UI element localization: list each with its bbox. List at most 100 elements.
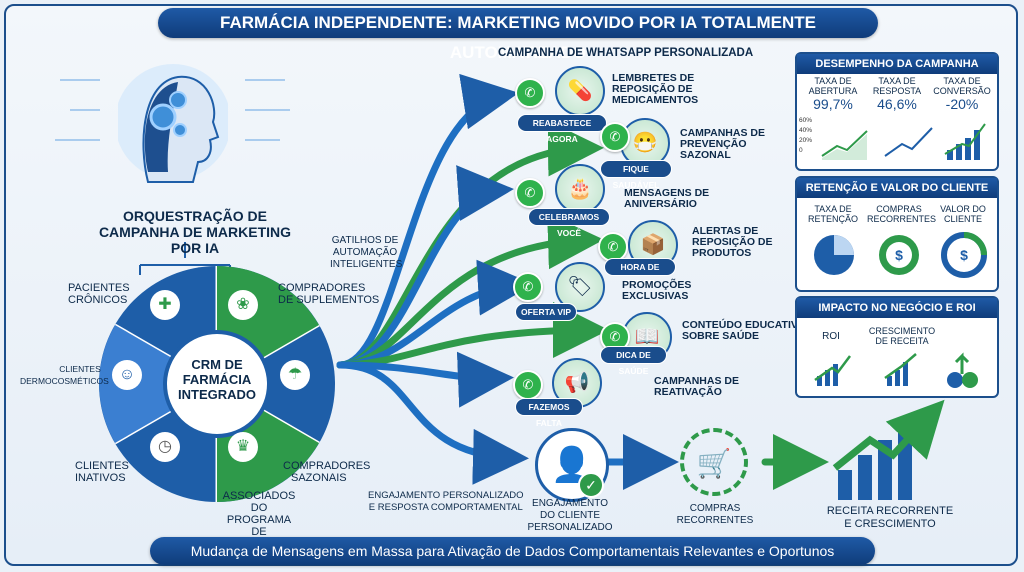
response-rate-l2: RESPOSTA [872,86,922,96]
axis-40: 40% [799,127,813,134]
revenue-growth-label: RECEITA RECORRENTE E CRESCIMENTO [815,505,965,531]
whatsapp-icon: ✆ [600,122,630,152]
campaign-message-pill: FAZEMOS FALTA [515,398,583,428]
triggers-l1: GATILHOS DE [331,235,399,246]
campaign-label-line: SOBRE SAÚDE [682,330,760,342]
open-rate-l1: TAXA DE [814,76,852,86]
campaign-label-line: CAMPANHAS DE [654,375,739,387]
segment-seasonal-l1: COMPRADORES [283,460,371,472]
crm-center-line3: INTEGRADO [178,387,256,402]
whatsapp-icon: ✆ [513,370,543,400]
ai-orchestration-label: ORQUESTRAÇÃO DE CAMPANHA DE MARKETING PO… [95,208,295,256]
smart-triggers-label: GATILHOS DE AUTOMAÇÃO INTELIGENTES [330,235,402,271]
campaign-message-pill: DICA DE SAÚDE [600,346,667,376]
campaign-message-pill: REABASTECE AGORA [517,114,607,144]
engagement-l1: ENGAJAMENTO PERSONALIZADO [368,490,524,501]
checkmark-icon: ✓ [578,472,604,498]
recurring-metric-l1: COMPRAS [876,204,922,214]
campaign-label-line: ALERTAS DE [692,225,759,237]
segment-supplements-l2: DE SUPLEMENTOS [278,294,380,306]
segment-supplements-l1: COMPRADORES [278,282,366,294]
campaign-illustration-icon: 💊 [555,66,605,116]
page-title: FARMÁCIA INDEPENDENTE: MARKETING MOVIDO … [158,8,878,62]
axis-20: 20% [799,137,813,144]
ai-head-illustration [115,52,231,202]
customer-value-l1: VALOR DO [940,204,986,214]
shopping-cart-icon: 🛒 [680,428,748,496]
campaign-label-line: PRODUTOS [692,247,752,259]
retention-rate-metric: TAXA DE RETENÇÃO [803,204,863,224]
supplement-jar-icon: ❀ [228,290,258,320]
performance-title: DESEMPENHO DA CAMPANHA [797,54,997,74]
campaign-label-line: REATIVAÇÃO [654,386,722,398]
triggers-l2: AUTOMAÇÃO [332,247,398,258]
recurring-metric-l2: RECORRENTES [867,214,937,224]
whatsapp-campaign-header: CAMPANHA DE WHATSAPP PERSONALIZADA [498,47,754,59]
campaign-label-line: REPOSIÇÃO DE [692,236,773,248]
segment-seasonal: COMPRADORES SAZONAIS [283,460,370,484]
segment-loyalty-l1: ASSOCIADOS [222,490,296,502]
ai-label-line2: CAMPANHA DE MARKETING POR IA [98,224,292,256]
growth-l1: CRESCIMENTO [868,326,936,336]
crm-center: CRM DE FARMÁCIA INTEGRADO [165,357,269,402]
retention-title: RETENÇÃO E VALOR DO CLIENTE [797,178,997,198]
response-rate-metric: TAXA DE RESPOSTA 46,6% [867,76,927,112]
segment-seasonal-l2: SAZONAIS [291,472,347,484]
impact-title: IMPACTO NO NEGÓCIO E ROI [797,298,997,318]
crown-icon: ♛ [228,432,258,462]
campaign-label-line: REPOSIÇÃO DE [612,83,693,95]
crm-center-line1: CRM DE [191,357,243,372]
segment-dermo-l1: CLIENTES [59,364,101,374]
cream-jar-icon: ☺ [112,360,142,390]
ai-label-line1: ORQUESTRAÇÃO DE [123,208,267,224]
svg-text:$: $ [960,247,968,263]
conversion-rate-metric: TAXA DE CONVERSÃO -20% [931,76,993,112]
segment-inactive: CLIENTES INATIVOS [75,460,129,484]
footer-banner: Mudança de Mensagens em Massa para Ativa… [150,537,875,565]
recurring-l1: COMPRAS [689,503,741,514]
recurring-l2: RECORRENTES [676,515,754,526]
engaged-client-l3: PERSONALIZADO [527,522,613,533]
segment-chronic-l2: CRÔNICOS [68,294,128,306]
calendar-icon: ☂ [280,360,310,390]
campaign-label-line: CONTEÚDO EDUCATIVO [682,319,807,331]
conversion-rate-l1: TAXA DE [943,76,981,86]
campaign-message-pill: HORA DE REPOR [604,258,676,288]
segment-inactive-l2: INATIVOS [75,472,126,484]
campaign-label-line: CAMPANHAS DE [680,127,765,139]
revenue-l2: E CRESCIMENTO [844,518,936,530]
segment-chronic: PACIENTES CRÔNICOS [68,282,130,306]
campaign-message-pill: CELEBRAMOS VOCÊ [528,208,610,238]
perf-axis: 60% 40% 20% 0 [799,116,812,156]
campaign-message-pill: OFERTA VIP [515,303,577,321]
retention-rate-l1: TAXA DE [814,204,852,214]
axis-60: 60% [799,117,813,124]
campaign-illustration-icon: 🎂 [555,164,605,214]
performance-sparklines [821,123,986,160]
campaign-label-line: PREVENÇÃO [680,138,747,150]
clock-icon: ◷ [150,432,180,462]
segment-inactive-l1: CLIENTES [75,460,129,472]
impact-charts [814,352,978,388]
campaign-label-line: EXCLUSIVAS [622,290,689,302]
customer-value-metric: VALOR DO CLIENTE [933,204,993,224]
engaged-client-label: ENGAJAMENTO DO CLIENTE PERSONALIZADO [520,498,620,534]
conversion-rate-value: -20% [945,96,979,112]
customer-value-l2: CLIENTE [943,214,982,224]
pill-bottle-icon: ✚ [150,290,180,320]
campaign-performance-panel: DESEMPENHO DA CAMPANHA TAXA DE ABERTURA … [795,52,999,171]
campaign-label-line: MENSAGENS DE [624,187,710,199]
svg-text:$: $ [895,247,903,263]
whatsapp-icon: ✆ [515,78,545,108]
segment-loyalty-l2: DO PROGRAMA [226,502,292,526]
campaign-label-line: LEMBRETES DE [612,72,695,84]
campaign-label-line: ANIVERSÁRIO [624,198,697,210]
campaign-label-line: PROMOÇÕES [622,279,692,291]
growth-l2: DE RECEITA [875,336,929,346]
segment-chronic-l1: PACIENTES [68,282,130,294]
